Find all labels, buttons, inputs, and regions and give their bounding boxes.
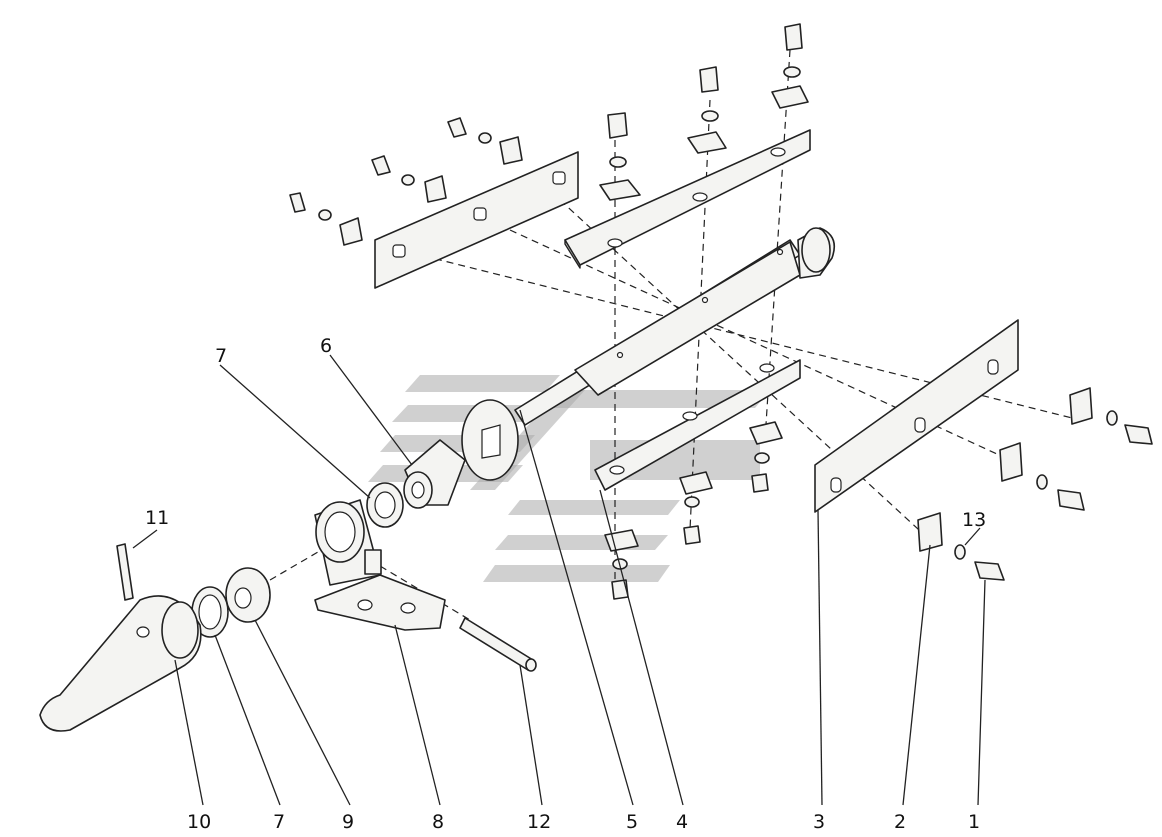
callout-1: 1	[968, 811, 980, 833]
fastener-set-right	[917, 387, 1153, 581]
callout-6: 6	[320, 335, 332, 357]
lower-bar-4	[594, 359, 801, 491]
disc-washer	[461, 399, 519, 481]
callout-11: 11	[145, 507, 169, 529]
ring-7-lower	[191, 586, 229, 638]
fastener-set-top-left	[289, 117, 523, 246]
plate-slot	[914, 417, 926, 433]
shaft-5	[514, 227, 836, 426]
leader-lines	[132, 354, 986, 806]
callout-7-bottom: 7	[273, 811, 285, 833]
fastener-set-bottom	[604, 421, 783, 600]
bushing-6	[403, 439, 466, 509]
callout-7-top: 7	[215, 345, 227, 367]
pin-12	[459, 617, 537, 672]
plate-slot	[987, 359, 999, 375]
callout-3: 3	[813, 811, 825, 833]
cone-tip-10	[39, 595, 202, 732]
ring-7-upper	[366, 482, 404, 528]
bearing-9	[225, 567, 271, 623]
callout-13: 13	[962, 509, 986, 531]
callout-2: 2	[894, 811, 906, 833]
mounting-bar-top	[564, 129, 811, 269]
pin-11	[116, 543, 134, 601]
fastener-set-top-right	[599, 23, 809, 201]
side-plate-3	[814, 319, 1019, 513]
callout-5: 5	[626, 811, 638, 833]
callout-8: 8	[432, 811, 444, 833]
side-plate-left	[374, 151, 579, 289]
housing-8	[314, 499, 446, 631]
callout-10: 10	[187, 811, 211, 833]
callout-4: 4	[676, 811, 688, 833]
plate-slot	[830, 477, 842, 493]
callout-9: 9	[342, 811, 354, 833]
callout-labels: 1 2 3 4 5 12 8 9 7 10 7 6 11 13	[145, 335, 986, 833]
callout-12: 12	[527, 811, 551, 833]
